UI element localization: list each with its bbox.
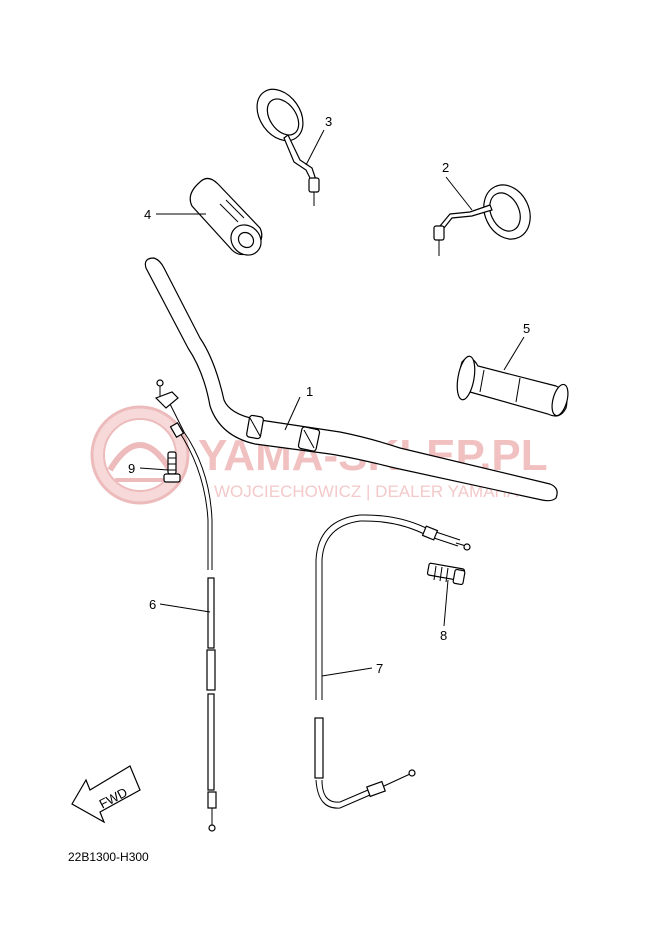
callout-6: 6 bbox=[149, 597, 156, 612]
clutch-cable bbox=[314, 514, 471, 809]
callout-4: 4 bbox=[144, 207, 151, 222]
fwd-arrow-icon: FWD bbox=[71, 765, 141, 824]
callout-7: 7 bbox=[376, 661, 383, 676]
right-mirror bbox=[433, 184, 531, 256]
callouts: 1 2 3 4 5 6 7 8 9 bbox=[128, 114, 530, 676]
cable-adjuster bbox=[426, 562, 466, 586]
throttle-cable bbox=[154, 379, 217, 832]
callout-9: 9 bbox=[128, 461, 135, 476]
watermark: YAMA-SKLEP.PL WOJCIECHOWICZ | DEALER YAM… bbox=[90, 405, 548, 505]
diagram-code: 22B1300-H300 bbox=[68, 850, 149, 864]
left-mirror bbox=[256, 88, 320, 206]
throttle-grip bbox=[189, 177, 263, 256]
left-grip bbox=[456, 355, 569, 417]
callout-8: 8 bbox=[440, 628, 447, 643]
bolt bbox=[163, 451, 181, 483]
callout-3: 3 bbox=[325, 114, 332, 129]
handlebar bbox=[144, 257, 558, 502]
callout-2: 2 bbox=[442, 160, 449, 175]
watermark-subtitle: WOJCIECHOWICZ | DEALER YAMAHA bbox=[214, 482, 519, 501]
callout-5: 5 bbox=[523, 321, 530, 336]
callout-1: 1 bbox=[306, 384, 313, 399]
leader-lines bbox=[139, 129, 525, 677]
